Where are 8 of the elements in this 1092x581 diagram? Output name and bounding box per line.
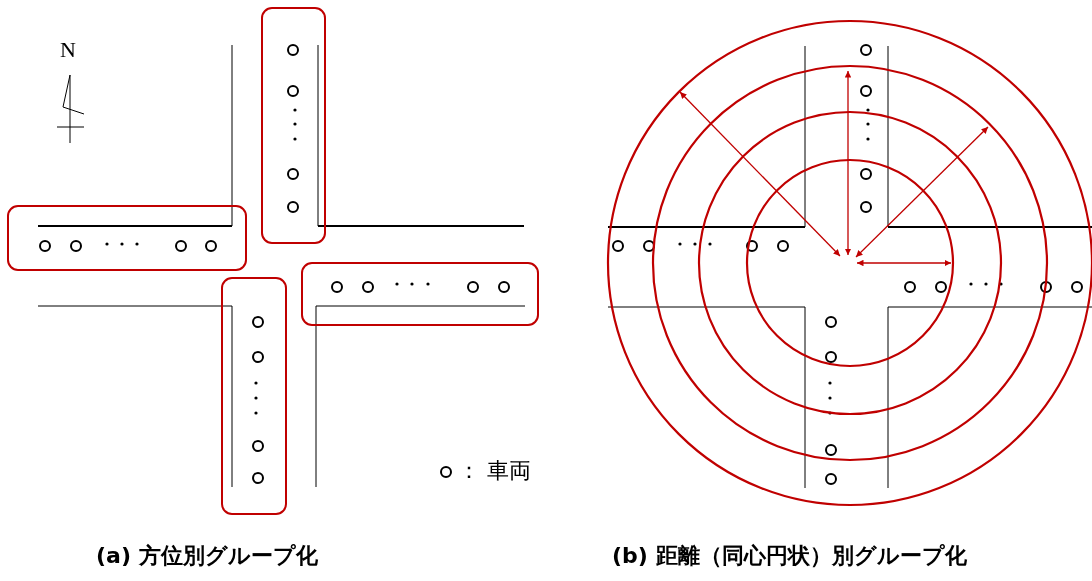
group-outline xyxy=(7,205,247,271)
panel-caption: (a) 方位別グループ化 xyxy=(96,542,318,570)
group-outline xyxy=(221,277,287,515)
legend-label: ： 車両 xyxy=(458,457,531,485)
group-outline xyxy=(301,262,539,326)
group-outline xyxy=(261,7,326,244)
compass-label: N xyxy=(60,38,76,62)
panel-caption: (b) 距離（同心円状）別グループ化 xyxy=(612,542,967,570)
